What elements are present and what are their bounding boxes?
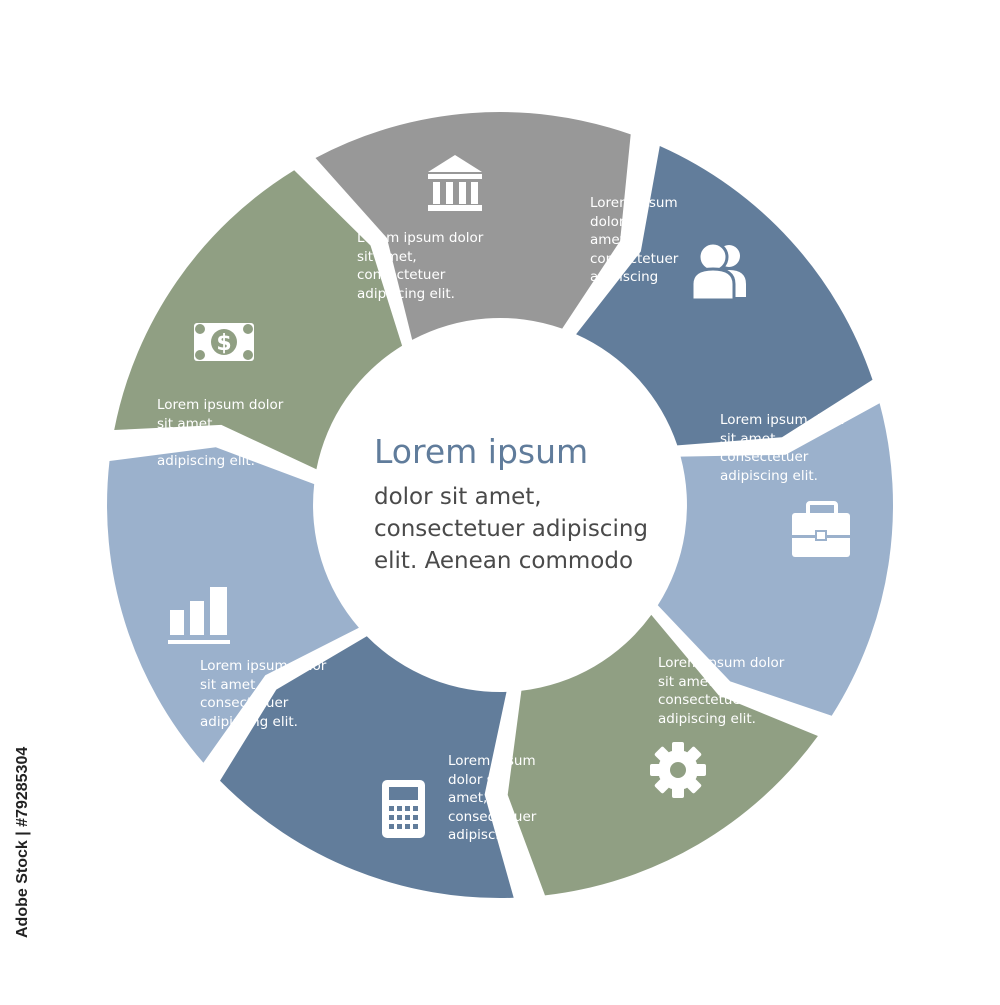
calculator-key <box>405 806 410 811</box>
segment-briefcase <box>657 403 893 716</box>
calculator-key <box>413 824 418 829</box>
calculator-key <box>389 824 394 829</box>
calculator-key <box>397 824 402 829</box>
calculator-key <box>405 815 410 820</box>
segment-calculator <box>220 636 514 899</box>
calculator-key <box>405 824 410 829</box>
calculator-key <box>397 806 402 811</box>
calculator-key <box>413 806 418 811</box>
calculator-icon <box>382 780 425 838</box>
calculator-key <box>397 815 402 820</box>
svg-text:$: $ <box>216 331 231 356</box>
gear-icon <box>650 742 706 798</box>
bank-icon <box>428 155 482 211</box>
segment-bank <box>315 112 631 340</box>
calculator-key <box>389 806 394 811</box>
stock-id-label: Adobe Stock | #79285304 <box>14 746 31 938</box>
center-description: dolor sit amet, consectetuer adipiscing … <box>374 484 649 574</box>
calculator-key <box>413 815 418 820</box>
briefcase-icon <box>792 501 850 557</box>
center-circle <box>315 320 685 690</box>
center-title: Lorem ipsum <box>374 432 589 471</box>
calculator-key <box>389 815 394 820</box>
users-icon <box>690 241 746 302</box>
segment-chart <box>107 447 359 763</box>
money-icon: $ <box>194 323 254 361</box>
bar-chart-icon <box>168 587 230 644</box>
segment-money <box>114 170 403 470</box>
